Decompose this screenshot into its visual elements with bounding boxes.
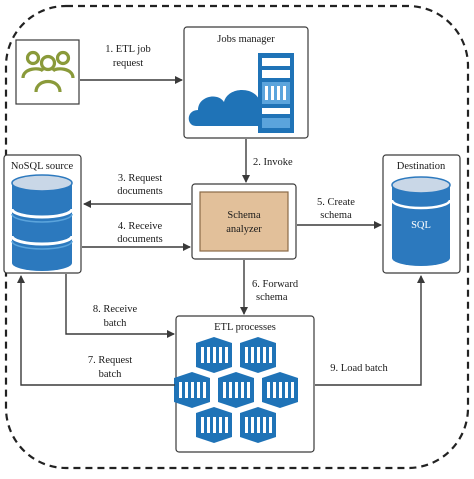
edge-forward-schema: 6. Forward schema bbox=[240, 260, 299, 315]
nosql-source-title: NoSQL source bbox=[11, 161, 74, 172]
edge-label-create-schema-2: schema bbox=[320, 210, 352, 221]
edge-label-etl-job-request-2: request bbox=[113, 58, 143, 69]
edge-label-request-documents-1: 3. Request bbox=[118, 173, 162, 184]
schema-analyzer-label-line2: analyzer bbox=[226, 224, 262, 235]
edge-label-invoke: 2. Invoke bbox=[253, 157, 293, 168]
edge-label-receive-batch-2: batch bbox=[104, 318, 127, 329]
sql-cylinder-icon bbox=[390, 176, 452, 266]
edge-label-create-schema-1: 5. Create bbox=[317, 197, 355, 208]
destination-node: Destination SQL bbox=[382, 154, 461, 274]
edge-receive-documents: 4. Receive documents bbox=[82, 221, 191, 251]
users-node bbox=[15, 39, 80, 105]
etl-cubes-icon bbox=[174, 337, 298, 443]
edge-label-etl-job-request-1: 1. ETL job bbox=[105, 44, 150, 55]
schema-analyzer-node: Schema analyzer bbox=[191, 183, 297, 260]
etl-processes-title: ETL processes bbox=[214, 322, 276, 333]
jobs-manager-title: Jobs manager bbox=[217, 34, 275, 45]
edge-create-schema: 5. Create schema bbox=[297, 197, 382, 229]
edge-label-request-documents-2: documents bbox=[117, 186, 163, 197]
edge-invoke: 2. Invoke bbox=[242, 139, 293, 183]
destination-db-label: SQL bbox=[411, 220, 431, 231]
edge-label-request-batch-1: 7. Request bbox=[88, 355, 132, 366]
edge-request-batch: 7. Request batch bbox=[17, 275, 175, 386]
edge-label-receive-documents-2: documents bbox=[117, 234, 163, 245]
schema-analyzer-label-line1: Schema bbox=[227, 210, 261, 221]
edge-load-batch: 9. Load batch bbox=[315, 275, 425, 386]
edge-etl-job-request: 1. ETL job request bbox=[80, 44, 183, 84]
edge-label-request-batch-2: batch bbox=[99, 369, 122, 380]
database-stack-icon bbox=[10, 174, 74, 271]
destination-title: Destination bbox=[397, 161, 446, 172]
edge-label-receive-batch-1: 8. Receive bbox=[93, 304, 138, 315]
edge-label-forward-schema-1: 6. Forward bbox=[252, 279, 299, 290]
users-icon bbox=[21, 50, 75, 93]
jobs-manager-node: Jobs manager bbox=[183, 26, 309, 139]
edge-request-documents: 3. Request documents bbox=[83, 173, 191, 208]
edge-receive-batch: 8. Receive batch bbox=[65, 274, 175, 338]
edge-label-forward-schema-2: schema bbox=[256, 292, 288, 303]
nosql-source-node: NoSQL source bbox=[3, 154, 82, 274]
cloud-server-icon bbox=[188, 53, 294, 133]
edge-label-load-batch: 9. Load batch bbox=[330, 363, 388, 374]
etl-processes-node: ETL processes bbox=[174, 315, 315, 453]
edge-label-receive-documents-1: 4. Receive bbox=[118, 221, 163, 232]
